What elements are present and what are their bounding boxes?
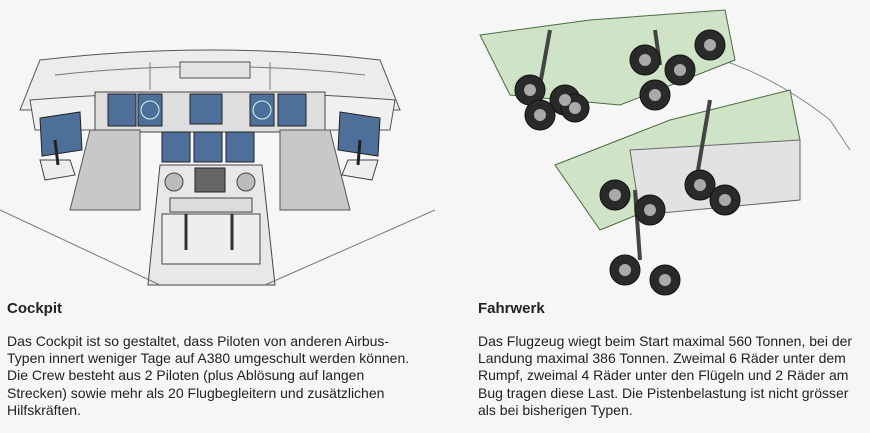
pfd-right-screen — [277, 93, 307, 127]
cockpit-title: Cockpit — [7, 300, 63, 317]
fahrwerk-title: Fahrwerk — [478, 300, 545, 317]
cockpit-description: Das Cockpit ist so gestaltet, dass Pilot… — [7, 333, 410, 418]
cockpit-illustration — [0, 49, 435, 286]
pfd-left-screen — [107, 93, 137, 127]
fahrwerk-description: Das Flugzeug wiegt beim Start maximal 56… — [478, 333, 853, 418]
cockpit-section: Cockpit Das Cockpit ist so gestaltet, da… — [0, 49, 435, 418]
fahrwerk-section: Fahrwerk Das Flugzeug wiegt beim Start m… — [470, 0, 870, 433]
landing-gear-illustration — [479, 9, 851, 296]
